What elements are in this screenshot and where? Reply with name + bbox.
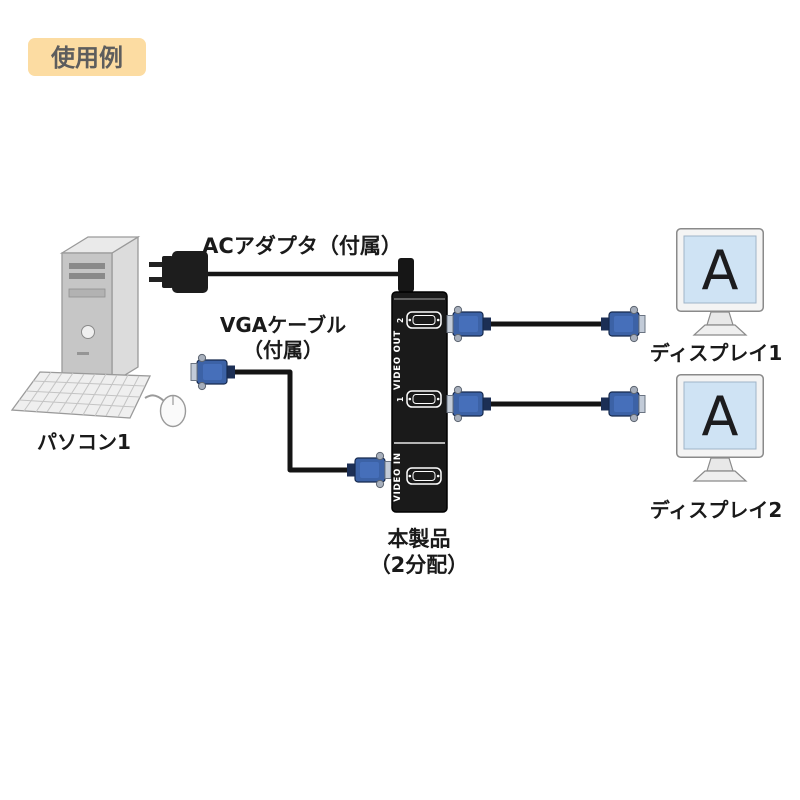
display-2: A ディスプレイ2: [650, 374, 783, 522]
product-label-line2: （2分配）: [370, 553, 469, 577]
pc-keyboard: [10, 371, 152, 419]
ac-adapter-label: ACアダプタ（付属）: [202, 234, 402, 258]
adapter-body: [172, 251, 208, 293]
vga-cable: [233, 369, 347, 473]
pc-tower: [59, 235, 141, 385]
display-2-label: ディスプレイ2: [650, 498, 783, 522]
output-cable-2: [446, 385, 646, 423]
plug-prong-top: [149, 262, 163, 267]
splitter-device: 2 1 VIDEO OUT VIDEO IN 本製品 （2分配）: [370, 291, 469, 577]
pc-label: パソコン1: [37, 430, 131, 454]
vga-connector: [600, 385, 646, 423]
product-label-line1: 本製品: [388, 527, 451, 551]
vga-connector: [446, 305, 492, 343]
vga-connector: [446, 385, 492, 423]
dc-plug: [398, 258, 414, 292]
video-in-label: VIDEO IN: [393, 452, 403, 501]
usage-example-badge: 使用例: [28, 38, 146, 76]
port-1-number: 1: [396, 396, 405, 402]
display-1-screen-letter: A: [702, 239, 739, 302]
display-2-screen-letter: A: [702, 385, 739, 448]
output-cable-1: [446, 305, 646, 343]
plug-prong-bottom: [149, 277, 163, 282]
pc-mouse: [144, 394, 187, 428]
display-1: A ディスプレイ1: [650, 228, 783, 365]
ac-adapter: ACアダプタ（付属）: [149, 234, 414, 293]
port-2-number: 2: [396, 317, 405, 323]
video-out-label: VIDEO OUT: [393, 330, 403, 390]
desktop-pc: パソコン1: [10, 235, 187, 454]
vga-cable-label-line2: （付属）: [243, 338, 323, 362]
vga-connector: [600, 305, 646, 343]
vga-input-cable: VGAケーブル （付属）: [190, 313, 392, 489]
vga-cable-label-line1: VGAケーブル: [220, 313, 346, 337]
vga-connector: [346, 451, 392, 489]
vga-connector: [190, 353, 236, 391]
plug-head: [162, 256, 173, 288]
usage-example-label: 使用例: [50, 44, 123, 72]
display-1-label: ディスプレイ1: [650, 341, 783, 365]
